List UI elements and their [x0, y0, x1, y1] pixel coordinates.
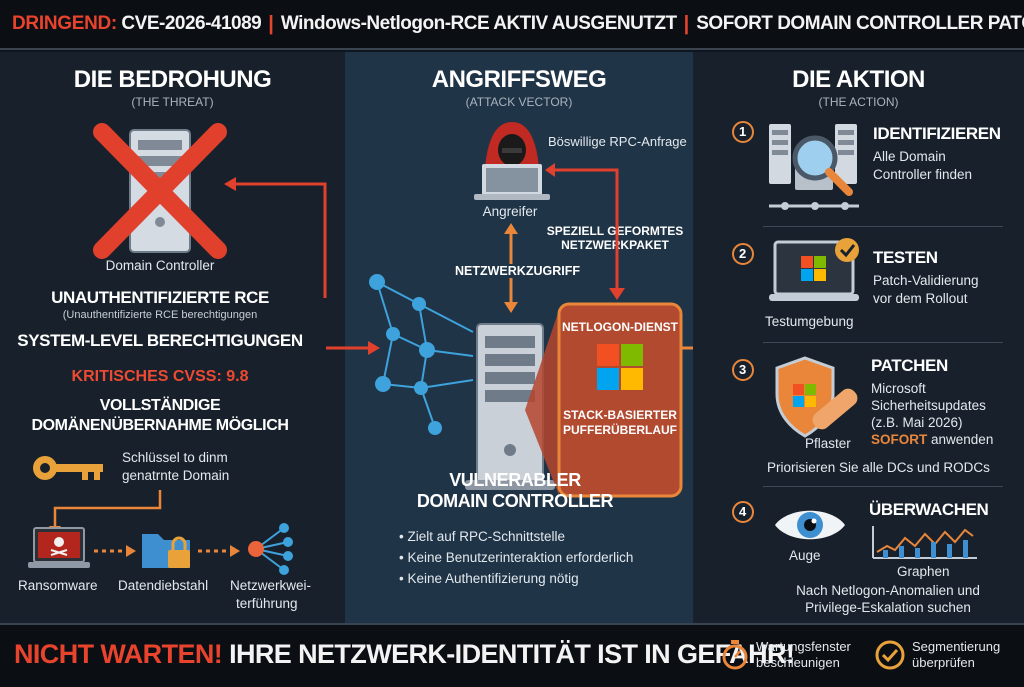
action-title: DIE AKTION — [792, 66, 925, 93]
step-3-title: PATCHEN — [871, 356, 948, 375]
banner-sep: | — [683, 12, 690, 35]
packet-line-2: NETZWERKPAKET — [561, 238, 669, 252]
network-nodes-icon — [369, 274, 474, 435]
test-laptop-icon — [769, 238, 859, 301]
chain-ransomware: Ransomware — [18, 578, 98, 593]
attack-title: ANGRIFFSWEG — [431, 66, 607, 93]
check-circle-icon — [875, 640, 905, 670]
attack-bullets: • Zielt auf RPC-Schnittstelle • Keine Be… — [399, 526, 633, 589]
vulnerable-dc-line-1: VULNERABLER — [449, 470, 581, 490]
stopwatch-icon — [722, 640, 748, 670]
action-subtitle: (THE ACTION) — [818, 95, 899, 109]
divider — [763, 226, 1003, 227]
footer-wait: NICHT WARTEN! — [14, 639, 223, 669]
step-number-3: 3 — [731, 358, 755, 387]
server-label: Domain Controller — [105, 258, 215, 273]
locked-folder-icon — [142, 534, 190, 568]
hacker-icon — [474, 122, 550, 200]
step-circle-icon — [732, 243, 754, 265]
packet-line-1: SPEZIELL GEFORMTES — [546, 224, 684, 238]
network-spread-icon — [248, 523, 293, 575]
bullet-item: • Keine Authentifizierung nötig — [399, 571, 579, 586]
footer-headline: NICHT WARTEN! IHRE NETZWERK-IDENTITÄT IS… — [14, 639, 795, 670]
chain-spread-2: terführung — [236, 596, 298, 611]
chain-spread-1: Netzwerkwei- — [230, 578, 312, 593]
rce-title: UNAUTHENTIFIZIERTE RCE — [51, 288, 269, 307]
patch-shield-icon — [775, 356, 858, 438]
patch-caption: Pflaster — [805, 436, 851, 451]
threat-column: DIE BEDROHUNG (THE THREAT) Domain Contro… — [0, 52, 345, 623]
attack-column: ANGRIFFSWEG (ATTACK VECTOR) Böswillige R… — [345, 52, 693, 623]
step-4-title: ÜBERWACHEN — [869, 500, 989, 519]
banner-sep: | — [268, 12, 274, 35]
eye-label: Auge — [789, 548, 821, 563]
footer-danger: IHRE NETZWERK-IDENTITÄT IST IN GEFAHR! — [229, 639, 795, 669]
step-2-title: TESTEN — [873, 248, 938, 267]
vulnerable-dc-line-2: DOMAIN CONTROLLER — [416, 491, 614, 511]
step-number-4: 4 — [731, 500, 755, 529]
step-circle-icon — [732, 121, 754, 143]
banner-alert: DRINGEND: — [12, 13, 117, 34]
banner-action: SOFORT DOMAIN CONTROLLER PATCHEN — [696, 13, 1024, 34]
network-access-label: NETZWERKZUGRIFF — [453, 264, 582, 278]
graph-icon — [872, 526, 977, 559]
threat-subtitle: (THE THREAT) — [131, 95, 214, 109]
banner-cve: CVE-2026-41089 — [121, 13, 262, 34]
test-env-label: Testumgebung — [765, 314, 854, 329]
crossed-server-icon — [93, 123, 227, 259]
system-level: SYSTEM-LEVEL BERECHTIGUNGEN — [17, 331, 303, 350]
now-label: SOFORT — [871, 432, 928, 447]
takeover-line-2: DOMÄNENÜBERNAHME MÖGLICH — [31, 417, 289, 434]
threat-header: DIE BEDROHUNG (THE THREAT) — [0, 52, 345, 109]
vulnerable-dc-title: VULNERABLER DOMAIN CONTROLLER — [345, 470, 685, 512]
attacker-label: Angreifer — [482, 204, 538, 219]
takeover-line-1: VOLLSTÄNDIGE — [99, 397, 221, 414]
rce-subtitle: (Unauthentifizierte RCE berechtigungen — [62, 309, 258, 321]
ransomware-icon — [28, 527, 90, 568]
overflow-line-2: PUFFERÜBERLAUF — [563, 423, 677, 437]
red-attack-arrow — [545, 163, 625, 300]
key-text-2: genatrnte Domain — [122, 468, 230, 483]
eye-icon — [775, 510, 845, 540]
step-number-1: 1 — [731, 120, 755, 149]
top-banner: DRINGEND: CVE-2026-41089 | Windows-Netlo… — [0, 0, 1024, 50]
footer-banner: NICHT WARTEN! IHRE NETZWERK-IDENTITÄT IS… — [0, 623, 1024, 687]
step-1-title: IDENTIFIZIEREN — [873, 124, 1001, 143]
step-circle-icon — [732, 501, 754, 523]
overflow-line-1: STACK-BASIERTER — [563, 408, 677, 422]
action-column: DIE AKTION (THE ACTION) 1 2 3 4 IDENTIFI… — [693, 52, 1024, 623]
identify-servers-icon — [769, 124, 859, 210]
prioritize-text: Priorisieren Sie alle DCs und RODCs — [767, 460, 990, 475]
dotted-arrow-icon — [94, 545, 136, 557]
banner-headline: Windows-Netlogon-RCE AKTIV AUSGENUTZT — [280, 13, 677, 34]
attack-subtitle: (ATTACK VECTOR) — [465, 95, 573, 109]
netlogon-callout — [525, 302, 683, 498]
threat-title: DIE BEDROHUNG — [73, 66, 272, 93]
divider — [763, 342, 1003, 343]
chain-data-theft: Datendiebstahl — [118, 578, 209, 593]
action-header: DIE AKTION (THE ACTION) — [693, 52, 1024, 109]
netlogon-service: NETLOGON-DIENST — [562, 320, 678, 334]
bullet-item: • Zielt auf RPC-Schnittstelle — [399, 529, 566, 544]
bullet-item: • Keine Benutzerinteraktion erforderlich — [399, 550, 634, 565]
packet-label: SPEZIELL GEFORMTES NETZWERKPAKET — [540, 224, 690, 252]
step-number-2: 2 — [731, 242, 755, 271]
rpc-request: Böswillige RPC-Anfrage — [548, 134, 687, 149]
step-3-text: Microsoft Sicherheitsupdates (z.B. Mai 2… — [871, 381, 994, 447]
overflow-label: STACK-BASIERTER PUFFERÜBERLAUF — [559, 408, 681, 438]
key-text-1: Schlüssel to dinm — [122, 450, 228, 465]
divider — [763, 486, 1003, 487]
cvss-score: KRITISCHES CVSS: 9.8 — [71, 368, 249, 385]
step-circle-icon — [732, 359, 754, 381]
dotted-arrow-icon — [198, 545, 240, 557]
graph-label: Graphen — [897, 564, 950, 579]
key-icon — [33, 456, 103, 480]
attack-header: ANGRIFFSWEG (ATTACK VECTOR) — [345, 52, 693, 109]
